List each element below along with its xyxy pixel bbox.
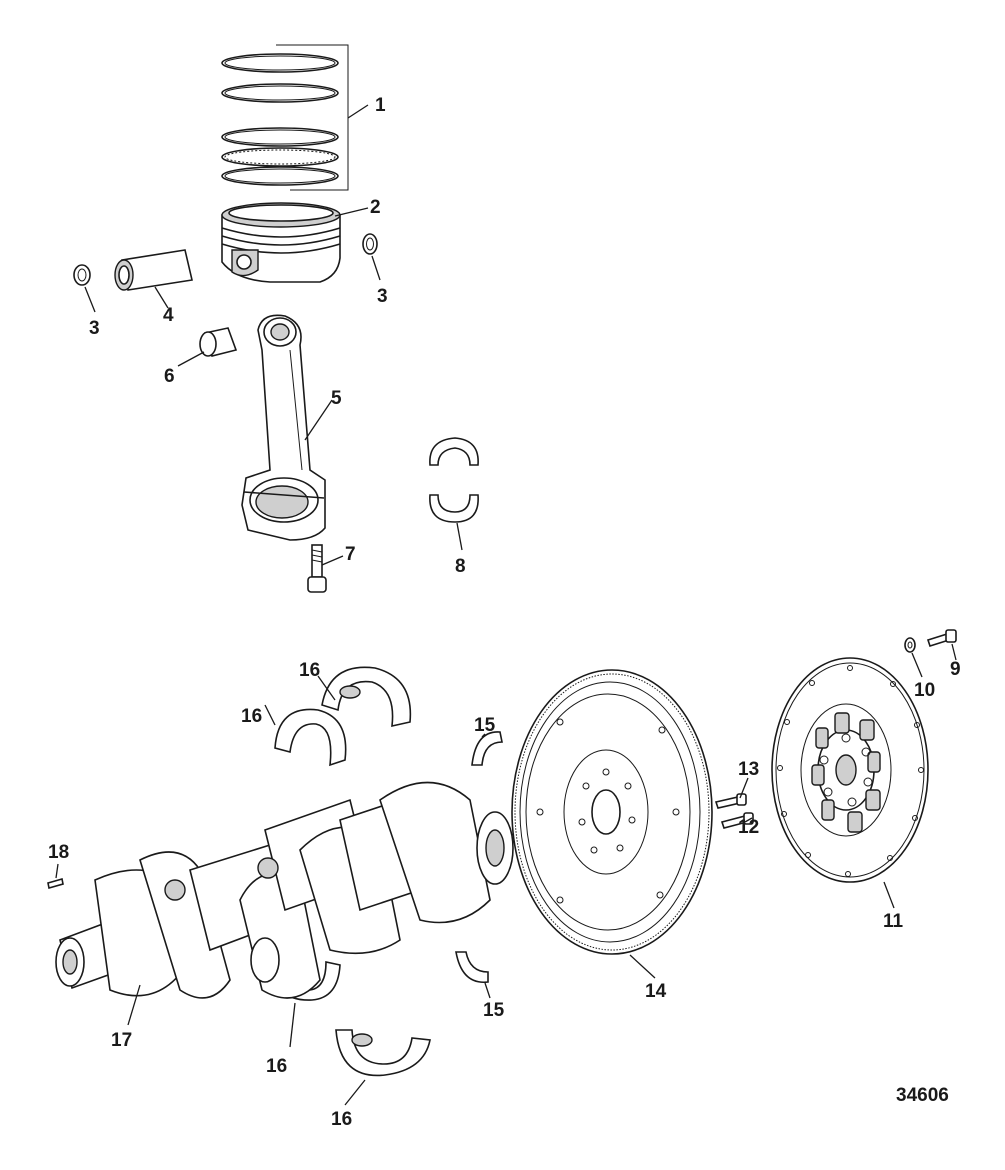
callout-5: 5 — [331, 388, 342, 409]
callout-8: 8 — [455, 556, 466, 577]
main-bearing-lower-b — [335, 1029, 431, 1077]
leader-lines — [55, 104, 957, 1106]
callout-16: 16 — [266, 1056, 287, 1077]
rod-bearing — [429, 437, 479, 523]
piston-pin — [114, 249, 193, 291]
callout-15: 15 — [474, 715, 496, 736]
callout-3: 3 — [377, 286, 388, 307]
callout-labels: 1 2 3 3 4 5 6 7 8 9 10 11 12 13 14 15 15… — [48, 95, 961, 1130]
callout-15: 15 — [483, 1000, 505, 1021]
dowel-pin — [47, 877, 64, 890]
callout-7: 7 — [345, 544, 356, 565]
piston — [221, 202, 341, 283]
callout-6: 6 — [164, 366, 175, 387]
piston-pin-retainer-left — [73, 264, 91, 286]
thrust-washer-upper — [471, 731, 503, 766]
piston-pin-retainer-right — [362, 233, 378, 255]
flywheel — [511, 669, 713, 955]
callout-16: 16 — [299, 660, 320, 681]
callout-18: 18 — [48, 842, 69, 863]
rod-bolt — [307, 544, 327, 593]
main-bearing-upper-b — [321, 666, 412, 728]
piston-ring-set — [221, 44, 349, 191]
callout-14: 14 — [645, 981, 667, 1002]
callout-4: 4 — [163, 305, 174, 326]
damper-screw — [926, 629, 957, 647]
drive-damper — [771, 657, 929, 883]
callout-16: 16 — [241, 706, 262, 727]
figure-id: 34606 — [896, 1085, 949, 1106]
callout-1: 1 — [375, 95, 386, 116]
thrust-washer-lower — [455, 951, 489, 983]
connecting-rod — [241, 314, 326, 541]
callout-11: 11 — [883, 911, 904, 932]
main-bearing-upper-a — [274, 708, 347, 767]
callout-9: 9 — [950, 659, 961, 680]
rod-bushing — [199, 327, 238, 357]
flywheel-bolt-upper — [714, 793, 747, 809]
callout-12: 12 — [738, 817, 759, 838]
callout-2: 2 — [370, 197, 381, 218]
callout-10: 10 — [914, 680, 935, 701]
callout-13: 13 — [738, 759, 759, 780]
crankshaft — [55, 781, 514, 999]
callout-16: 16 — [331, 1109, 352, 1130]
callout-3: 3 — [89, 318, 100, 339]
callout-17: 17 — [111, 1030, 132, 1051]
damper-washer — [904, 637, 916, 653]
